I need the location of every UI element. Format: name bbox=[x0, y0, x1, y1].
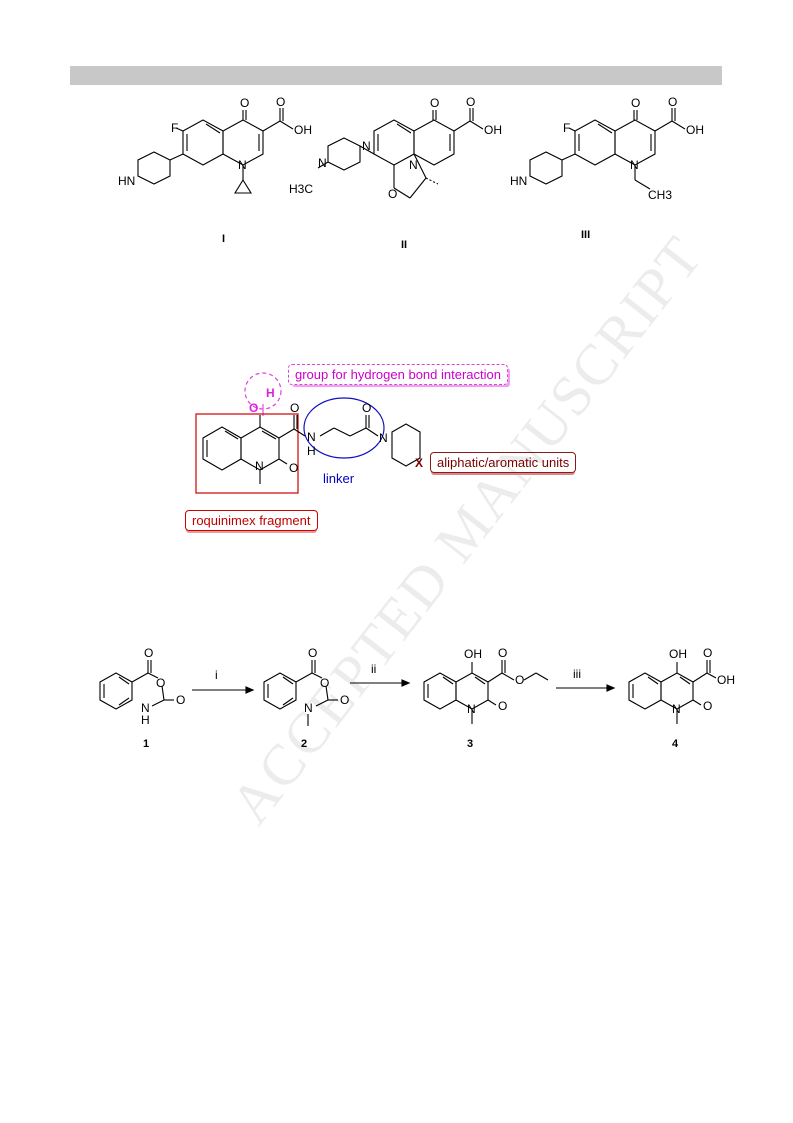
atom-o: O bbox=[498, 699, 507, 713]
atom-ch3: CH3 bbox=[648, 188, 672, 202]
atom-o: O bbox=[144, 646, 153, 660]
atom-o: O bbox=[340, 693, 349, 707]
atom-f: F bbox=[171, 121, 178, 135]
atom-n: N bbox=[255, 459, 264, 473]
atom-o: O bbox=[466, 95, 475, 109]
atom-n: N bbox=[672, 702, 681, 716]
atom-o: O bbox=[156, 676, 165, 690]
atom-n: N bbox=[238, 158, 247, 172]
atom-o: O bbox=[388, 187, 397, 201]
compound-label-4: 4 bbox=[672, 738, 679, 750]
header-bar bbox=[70, 66, 722, 85]
atom-oh: OH bbox=[686, 123, 704, 137]
atom-oh: OH bbox=[669, 647, 687, 661]
atom-f: F bbox=[563, 121, 570, 135]
atom-h3c: H3C bbox=[289, 182, 313, 196]
atom-hn: HN bbox=[118, 174, 135, 188]
atom-h: H bbox=[307, 444, 316, 458]
atom-n: N bbox=[379, 431, 388, 445]
figure-quinolones: F O O OH N HN I O O OH N N N H3C O II F … bbox=[118, 95, 704, 251]
figure-synthesis-scheme: O O O N H 1 i O O O N 2 ii OH O O O N 3 … bbox=[99, 646, 735, 750]
atom-o: O bbox=[308, 646, 317, 660]
atom-o: O bbox=[362, 401, 371, 415]
atom-n: N bbox=[141, 701, 150, 715]
atom-oh: OH bbox=[464, 647, 482, 661]
atom-oh: OH bbox=[294, 123, 312, 137]
compound-label-1: 1 bbox=[143, 738, 149, 750]
step-label-ii: ii bbox=[371, 662, 376, 676]
atom-o: O bbox=[668, 95, 677, 109]
compound-label-iii: III bbox=[581, 229, 590, 241]
atom-o: O bbox=[240, 96, 249, 110]
callout-hydrogen-bond: group for hydrogen bond interaction bbox=[288, 364, 508, 385]
atom-o: O bbox=[703, 699, 712, 713]
atom-n: N bbox=[318, 156, 327, 170]
atom-n: N bbox=[307, 430, 316, 444]
atom-o: O bbox=[276, 95, 285, 109]
atom-h: H bbox=[266, 386, 275, 400]
callout-roquinimex-fragment: roquinimex fragment bbox=[185, 510, 318, 531]
step-label-i: i bbox=[215, 668, 218, 682]
atom-oh: OH bbox=[717, 673, 735, 687]
atom-o: O bbox=[289, 461, 298, 475]
compound-label-2: 2 bbox=[301, 738, 307, 750]
atom-o: O bbox=[515, 673, 524, 687]
atom-h: H bbox=[141, 713, 150, 727]
compound-label-3: 3 bbox=[467, 738, 473, 750]
atom-n: N bbox=[362, 139, 371, 153]
atom-o: O bbox=[320, 676, 329, 690]
compound-label-ii: II bbox=[401, 239, 407, 251]
step-label-iii: iii bbox=[573, 667, 581, 681]
atom-o: O bbox=[249, 401, 258, 415]
atom-o: O bbox=[631, 96, 640, 110]
atom-o: O bbox=[703, 646, 712, 660]
atom-o: O bbox=[176, 693, 185, 707]
atom-n: N bbox=[630, 158, 639, 172]
atom-oh: OH bbox=[484, 123, 502, 137]
atom-x: X bbox=[415, 456, 423, 470]
compound-label-i: I bbox=[222, 233, 225, 245]
atom-o: O bbox=[430, 96, 439, 110]
atom-n: N bbox=[304, 701, 313, 715]
atom-n: N bbox=[409, 158, 418, 172]
figure-design-concept: O H O O N N H O N X bbox=[195, 372, 423, 494]
linker-label: linker bbox=[323, 471, 355, 486]
atom-o: O bbox=[498, 646, 507, 660]
atom-n: N bbox=[467, 702, 476, 716]
atom-o: O bbox=[290, 401, 299, 415]
callout-aliphatic-units: aliphatic/aromatic units bbox=[430, 452, 577, 473]
atom-hn: HN bbox=[510, 174, 527, 188]
